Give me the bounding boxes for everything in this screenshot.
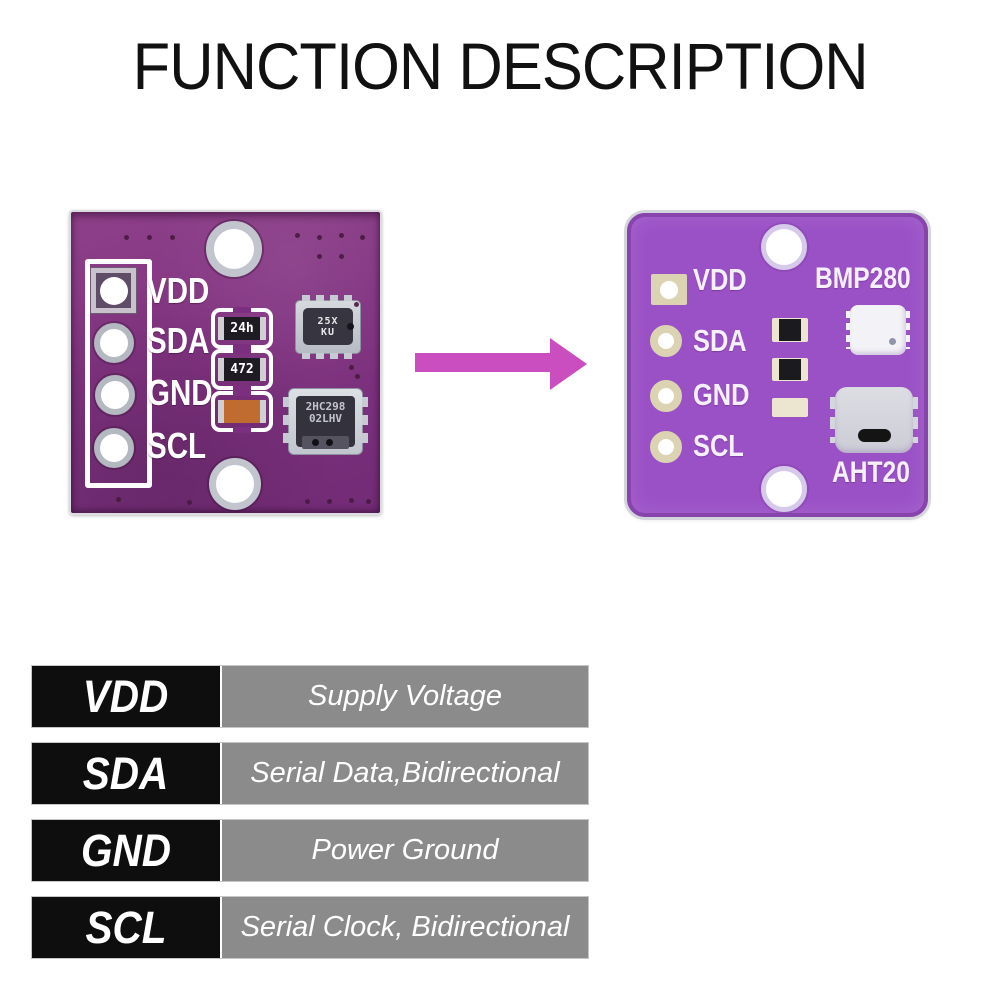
humidity-sensor-chip: 2HC298 02LHV <box>283 388 368 455</box>
table-row: GND Power Ground <box>32 820 588 881</box>
via-dot <box>349 498 354 503</box>
pressure-sensor-chip: 25X KU <box>295 295 361 359</box>
via-dot <box>147 235 152 240</box>
pin-description-cell: Power Ground <box>220 820 588 881</box>
capacitor-body <box>218 400 266 423</box>
via-dot <box>116 497 121 502</box>
chip-dot <box>347 323 354 330</box>
scl-pin-pad <box>650 431 682 463</box>
bmp280-label: BMP280 <box>815 262 911 295</box>
mounting-hole-top <box>206 221 262 277</box>
resistor-1-marking: 24h <box>218 317 266 340</box>
arrow-shaft <box>415 353 550 372</box>
table-row: SDA Serial Data,Bidirectional <box>32 743 588 804</box>
pin-label-sda: SDA <box>693 323 747 358</box>
chip-vent <box>858 429 891 442</box>
page-title: FUNCTION DESCRIPTION <box>132 29 868 103</box>
via-dot <box>360 235 365 240</box>
pin-name-cell: GND <box>32 820 220 881</box>
via-dot <box>317 235 322 240</box>
pin-name-cell: SCL <box>32 897 220 958</box>
pressure-sensor-marking: 25X KU <box>303 308 353 345</box>
smd-resistor-1 <box>772 318 808 342</box>
pressure-sensor-chip <box>846 305 910 355</box>
table-row: SCL Serial Clock, Bidirectional <box>32 897 588 958</box>
arrow-right-icon <box>415 338 587 390</box>
via-dot <box>295 233 300 238</box>
chip-vent <box>302 436 349 449</box>
sda-pin-pad <box>650 325 682 357</box>
smd-resistor-2 <box>772 358 808 381</box>
smd-capacitor <box>772 398 808 417</box>
resistor-2: 472 <box>211 348 273 391</box>
via-dot <box>170 235 175 240</box>
pin-label-gnd: GND <box>147 372 213 413</box>
pin-label-vdd: VDD <box>693 262 747 297</box>
aht20-label: AHT20 <box>832 456 910 489</box>
mounting-hole-bottom <box>761 466 807 512</box>
pin-hole <box>99 276 128 305</box>
pin-label-scl: SCL <box>147 425 207 466</box>
table-row: VDD Supply Voltage <box>32 666 588 727</box>
pin-header-outline <box>85 259 152 488</box>
via-dot <box>124 235 129 240</box>
via-dot <box>366 499 371 504</box>
via-dot <box>354 302 359 307</box>
gnd-pin-pad <box>650 380 682 412</box>
humidity-sensor-chip <box>830 387 918 453</box>
via-dot <box>339 254 344 259</box>
scl-pin-pad <box>94 428 134 468</box>
chip-dot <box>889 338 896 345</box>
mounting-hole-top <box>761 224 807 270</box>
pin-name-cell: SDA <box>32 743 220 804</box>
via-dot <box>305 499 310 504</box>
arrow-head <box>550 338 587 390</box>
via-dot <box>349 365 354 370</box>
vdd-pin-pad <box>651 274 687 305</box>
resistor-1: 24h <box>211 307 273 350</box>
pin-function-table: VDD Supply Voltage SDA Serial Data,Bidir… <box>32 666 588 974</box>
pin-label-scl: SCL <box>693 428 744 463</box>
via-dot <box>187 500 192 505</box>
resistor-2-marking: 472 <box>218 358 266 381</box>
pin-label-vdd: VDD <box>147 270 210 311</box>
right-pcb-render: VDD SDA GND SCL BMP280 AHT20 <box>627 213 928 517</box>
left-pcb-photo: VDD SDA GND SCL 24h 472 25X KU 2HC298 02… <box>69 210 382 515</box>
sda-pin-pad <box>94 323 134 363</box>
pin-label-sda: SDA <box>147 320 210 361</box>
pin-description-cell: Serial Data,Bidirectional <box>220 743 588 804</box>
pin-description-cell: Serial Clock, Bidirectional <box>220 897 588 958</box>
pin-label-gnd: GND <box>693 377 750 412</box>
vdd-pin-pad <box>90 267 137 314</box>
pin-description-cell: Supply Voltage <box>220 666 588 727</box>
capacitor <box>211 390 273 433</box>
mounting-hole-bottom <box>209 458 261 510</box>
via-dot <box>317 254 322 259</box>
via-dot <box>355 374 360 379</box>
gnd-pin-pad <box>95 375 135 415</box>
via-dot <box>327 499 332 504</box>
pin-name-cell: VDD <box>32 666 220 727</box>
via-dot <box>339 233 344 238</box>
